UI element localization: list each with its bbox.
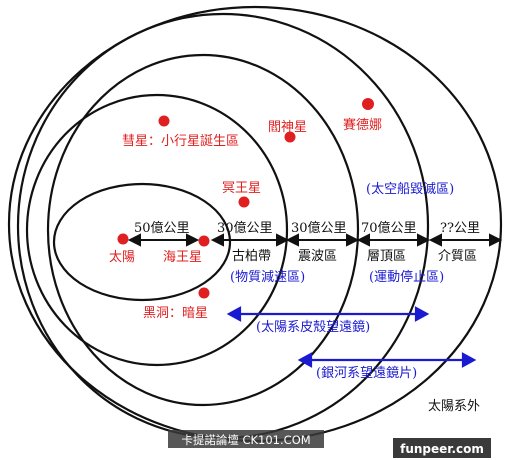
- arrow-galaxy-telescope: [297, 352, 477, 368]
- arrow-solar-telescope: [226, 306, 430, 322]
- distance-sun-neptune: 50億公里: [134, 220, 190, 236]
- pluto-dot: [238, 196, 250, 208]
- black-hole-label: 黑洞：暗星: [143, 306, 208, 321]
- destroy-zone-label: (太空船毀滅區): [366, 182, 454, 197]
- kuiper-note: (物質減速區): [230, 269, 305, 285]
- outside-solar-system: 太陽系外: [428, 399, 480, 414]
- watermark-ck101: 卡提諾論壇 CK101.COM: [168, 430, 324, 448]
- arrow-kuiper: [210, 233, 290, 247]
- solar-telescope-label: (太陽系皮殼望遠鏡): [256, 319, 370, 335]
- arrow-heliopause: [356, 233, 431, 247]
- neptune-label: 海王星: [163, 250, 202, 265]
- zone-kuiper-belt: 古柏帶: [232, 249, 271, 264]
- neptune-dot: [198, 235, 210, 247]
- sun-dot: [117, 233, 129, 245]
- arrow-shock: [285, 233, 360, 247]
- zone-medium: 介質區: [438, 249, 477, 264]
- pluto-label: 冥王星: [222, 181, 261, 196]
- boundary-shock-zone: [46, 53, 360, 407]
- svg-text:卡提諾論壇 CK101.COM: 卡提諾論壇 CK101.COM: [181, 433, 310, 447]
- distance-shock: 30億公里: [291, 220, 347, 236]
- watermark-funpeer: funpeer.com: [393, 438, 491, 458]
- arrow-medium: [428, 233, 503, 247]
- distance-heliopause: 70億公里: [361, 220, 417, 236]
- arrow-sun-neptune: [127, 233, 200, 247]
- zone-heliopause: 層頂區: [367, 249, 406, 264]
- sedna-label: 賽德娜: [343, 117, 382, 133]
- svg-text:funpeer.com: funpeer.com: [400, 442, 484, 456]
- sun-label: 太陽: [109, 250, 135, 265]
- boundary-kuiper-belt: [25, 93, 289, 367]
- sedna-dot: [362, 98, 374, 110]
- distance-kuiper: 30億公里: [217, 220, 273, 236]
- galaxy-telescope-label: (銀河系望遠鏡片): [316, 365, 417, 381]
- zone-shock: 震波區: [298, 249, 337, 264]
- distance-medium: ??公里: [440, 221, 480, 236]
- boundary-neptune-orbit: [52, 182, 232, 302]
- black-hole-dot: [198, 287, 210, 299]
- comet-dot: [158, 115, 170, 127]
- eris-dot: [284, 131, 296, 143]
- eris-label: 閻神星: [268, 120, 307, 135]
- heliopause-note: (運動停止區): [369, 269, 444, 285]
- comet-zone-label: 彗星：小行星誕生區: [122, 134, 239, 149]
